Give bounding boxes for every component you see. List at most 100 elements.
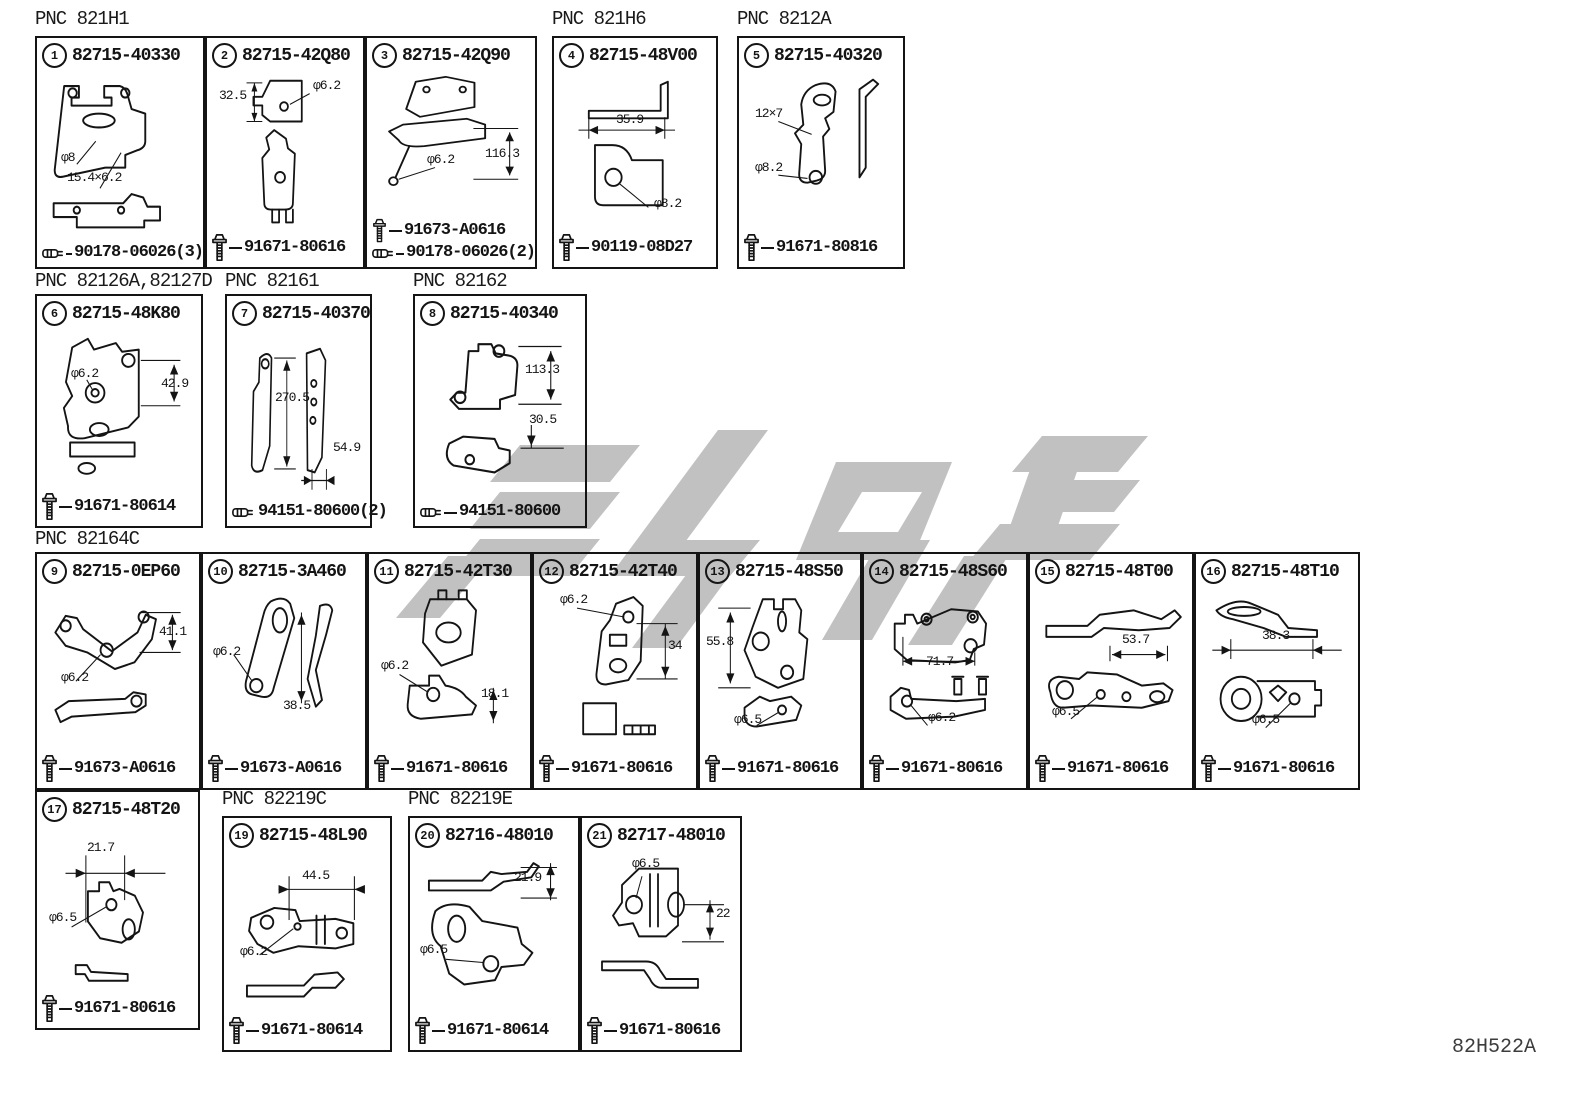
fastener-number: 91671-80614 <box>74 496 176 516</box>
flange-bolt-icon <box>744 234 759 262</box>
part-index-badge: 6 <box>42 301 67 326</box>
part-drawing: φ6.5 22 <box>586 850 736 1014</box>
dim-label: φ6.5 <box>49 910 77 925</box>
dim-label: 55.8 <box>706 634 734 649</box>
pnc-label-821H6: PNC 821H6 <box>552 8 647 30</box>
part-number: 82715-48S50 <box>735 561 844 582</box>
flange-bolt-icon <box>374 755 389 783</box>
part-drawing: 38.3 φ6.5 <box>1200 586 1354 752</box>
part-index-badge: 11 <box>374 559 399 584</box>
part-index-badge: 10 <box>208 559 233 584</box>
fastener-row: 90178-06026(3) <box>42 243 204 263</box>
pnc-label-82164C: PNC 82164C <box>35 528 140 550</box>
dim-label: φ6.2 <box>381 658 409 673</box>
leader-dash <box>722 768 735 770</box>
part-number: 82715-3A460 <box>238 561 347 582</box>
fastener-row: 91671-80616 <box>1201 754 1358 784</box>
fastener-number: 94151-80600 <box>459 502 561 522</box>
part-drawing: 12×7 φ8.2 <box>743 70 899 231</box>
dim-label: 54.9 <box>333 440 361 455</box>
part-number: 82715-40320 <box>774 45 883 66</box>
part-index-badge: 16 <box>1201 559 1226 584</box>
flange-bolt-icon <box>212 234 227 262</box>
flange-bolt-icon <box>587 1017 602 1045</box>
dim-label: φ6.2 <box>928 710 956 725</box>
clip-nut-icon <box>232 508 253 518</box>
part-index-badge: 15 <box>1035 559 1060 584</box>
part-index-badge: 8 <box>420 301 445 326</box>
part-index-badge: 19 <box>229 823 254 848</box>
dim-label: φ6.2 <box>240 944 268 959</box>
part-index-badge: 7 <box>232 301 257 326</box>
leader-dash <box>246 1030 259 1032</box>
fastener-row: 90178-06026(2) <box>372 243 536 263</box>
part-number: 82715-40370 <box>262 303 371 324</box>
leader-dash <box>229 247 242 249</box>
dim-label: φ6.2 <box>313 78 341 93</box>
part-number: 82715-48K80 <box>72 303 181 324</box>
clip-nut-icon <box>372 249 393 259</box>
part-index-badge: 13 <box>705 559 730 584</box>
clip-nut-icon <box>42 249 63 259</box>
pnc-label-82126A-82127D: PNC 82126A,82127D <box>35 270 213 292</box>
leader-dash <box>432 1030 445 1032</box>
part-drawing: φ6.2 18.1 <box>373 586 526 752</box>
fastener-row: 91671-80616 <box>374 754 530 784</box>
leader-dash <box>576 247 589 249</box>
dim-label: 18.1 <box>481 686 509 701</box>
part-drawing: 55.8 φ6.5 <box>704 586 856 752</box>
dim-label: 44.5 <box>302 868 330 883</box>
part-drawing: 32.5 φ6.2 <box>211 70 359 231</box>
fastener-row: 91671-80616 <box>587 1016 740 1046</box>
flange-bolt-icon <box>42 995 57 1023</box>
fastener-number: 91671-80616 <box>737 758 839 778</box>
dim-label: φ6.2 <box>71 366 99 381</box>
fastener-number: 90178-06026(2) <box>406 243 536 263</box>
diagram-code: 82H522A <box>1452 1036 1537 1059</box>
part-number: 82715-42T30 <box>404 561 513 582</box>
part-drawing: 41.1 φ6.2 <box>41 586 195 752</box>
flange-bolt-icon <box>705 755 720 783</box>
dim-label: 21.7 <box>87 840 115 855</box>
fastener-number: 94151-80600(2) <box>258 502 388 522</box>
fastener-row: 91671-80614 <box>415 1016 578 1046</box>
part-drawing: 53.7 φ6.5 <box>1034 586 1188 752</box>
dim-label: 270.5 <box>275 390 310 405</box>
dim-label: φ8.2 <box>755 160 783 175</box>
part-drawing: φ6.2 116.3 <box>371 70 531 216</box>
part-number: 82715-48T00 <box>1065 561 1174 582</box>
part-number: 82715-48V00 <box>589 45 698 66</box>
dim-label: 71.7 <box>926 654 954 669</box>
fastener-row: 91671-80614 <box>42 492 201 522</box>
dim-label: φ6.2 <box>61 670 89 685</box>
fastener-row: 91673-A0616 <box>208 754 365 784</box>
fastener-number: 91673-A0616 <box>404 220 506 240</box>
part-number: 82715-42Q90 <box>402 45 511 66</box>
part-index-badge: 2 <box>212 43 237 68</box>
fastener-number: 90178-06026(3) <box>74 243 204 263</box>
part-drawing: φ6.2 34 <box>538 586 692 752</box>
dim-label: 30.5 <box>529 412 557 427</box>
part-drawing: φ6.2 42.9 <box>41 328 197 490</box>
